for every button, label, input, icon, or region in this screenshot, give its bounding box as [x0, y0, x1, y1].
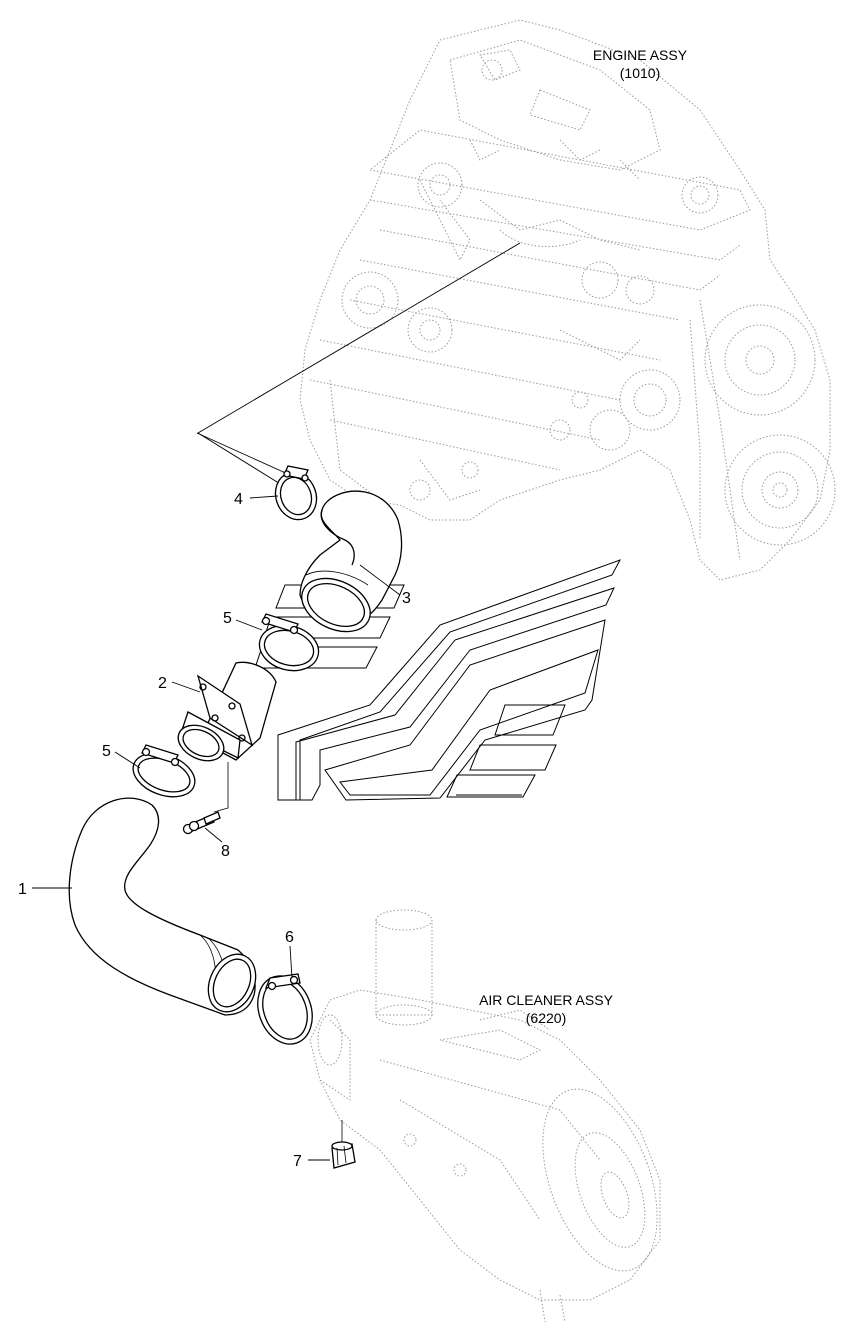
air-cleaner-assy-code: (6220) [526, 1010, 566, 1026]
callout-1: 1 [18, 881, 27, 898]
engine-assy-label: ENGINE ASSY [593, 47, 688, 63]
lower-intake-hose [68, 797, 257, 1016]
callout-6: 6 [285, 929, 294, 946]
flange-bolt [182, 811, 221, 835]
callout-5-upper: 5 [223, 610, 232, 627]
engine-connection-leader [196, 242, 521, 491]
engine-assembly-outline [299, 19, 836, 581]
flange-adaptor [177, 661, 277, 813]
upper-hose-clamp [274, 465, 318, 521]
upper-elbow-hose [299, 490, 403, 633]
callout-8: 8 [221, 843, 230, 860]
air-cleaner-assembly-outline [309, 909, 661, 1322]
callout-5-lower: 5 [102, 743, 111, 760]
callout-3: 3 [402, 590, 411, 607]
callout-7: 7 [293, 1153, 302, 1170]
lower-hose-clamp [257, 973, 313, 1045]
dust-valve [331, 1120, 356, 1169]
middle-hose-clamp-upper [258, 613, 320, 672]
callout-4: 4 [234, 491, 243, 508]
engine-assy-code: (1010) [620, 65, 660, 81]
air-cleaner-assy-label: AIR CLEANER ASSY [479, 992, 613, 1008]
callout-2: 2 [158, 675, 167, 692]
callout-leaders [32, 495, 401, 1161]
assembly-labels: ENGINE ASSY (1010) AIR CLEANER ASSY (622… [479, 47, 688, 1026]
callout-labels: 1 2 3 4 5 5 6 7 8 [18, 491, 411, 1170]
